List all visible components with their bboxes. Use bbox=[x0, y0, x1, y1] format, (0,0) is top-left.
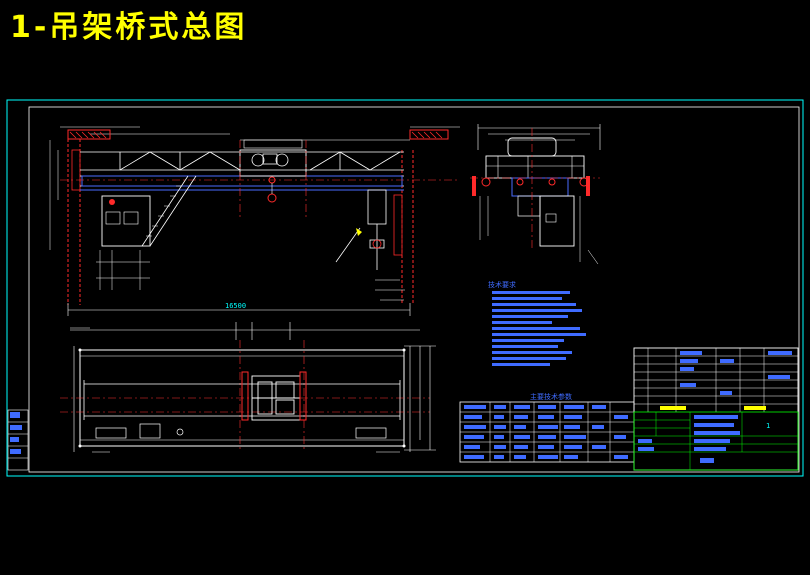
page-title: 1-吊架桥式总图 bbox=[10, 10, 248, 45]
left-wall bbox=[67, 129, 111, 305]
inner-frame bbox=[28, 106, 800, 473]
tech-requirements-heading: 技术要求 bbox=[488, 280, 516, 289]
span-dimension: 16500 bbox=[225, 302, 246, 310]
parameter-table: 主要技术参数 bbox=[459, 392, 635, 463]
plan-view bbox=[60, 322, 436, 453]
trolley bbox=[239, 139, 307, 203]
plan-trolley bbox=[251, 375, 301, 421]
right-wall bbox=[393, 129, 449, 305]
title-block: 1 bbox=[633, 347, 799, 471]
operator-cab bbox=[101, 175, 197, 247]
sheet-number: 1 bbox=[766, 422, 770, 430]
side-elevation bbox=[470, 124, 601, 265]
parameter-table-heading: 主要技术参数 bbox=[530, 392, 572, 401]
tech-requirements: 技术要求 bbox=[488, 280, 586, 366]
front-elevation: 16500 bbox=[49, 126, 460, 316]
binding-margin bbox=[7, 409, 29, 471]
outer-frame bbox=[6, 99, 804, 477]
